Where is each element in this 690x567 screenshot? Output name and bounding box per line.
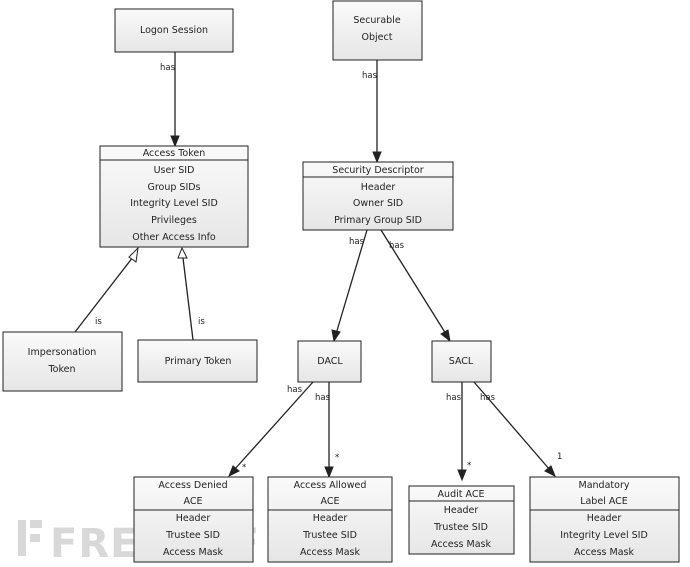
edge-dacl-has-allowed: has * [315,382,339,479]
node-field: Header [176,513,211,524]
node-title-line1: Access Denied [158,480,227,491]
edge-primary-is: is [177,246,205,341]
edge-sd-has-dacl: has [331,229,368,343]
node-field: Header [313,513,348,524]
edge-label: has [160,63,176,73]
node-label: SACL [449,356,474,367]
node-title-line2: Label ACE [580,496,628,507]
node-label-line2: Object [362,32,393,43]
node-field: Access Mask [300,547,361,558]
node-field: Integrity Level SID [130,198,218,209]
edge-multiplicity: * [335,453,339,463]
node-field: Other Access Info [132,232,216,243]
node-field: Privileges [151,215,197,226]
node-label: DACL [317,356,343,367]
node-mandatory-label-ace: Mandatory Label ACE Header Integrity Lev… [529,476,680,563]
node-field: User SID [154,165,195,176]
node-field: Integrity Level SID [560,530,648,541]
edge-label: has [315,393,331,403]
node-label: Primary Token [165,356,232,367]
edge-label: has [389,241,405,251]
node-title: Security Descriptor [332,165,423,176]
edge-label: has [349,237,365,247]
edge-label: is [198,317,205,327]
node-label-line1: Securable [353,15,401,26]
edge-sacl-has-mandatory: has 1 [473,381,562,478]
node-label: Logon Session [140,25,208,36]
node-field: Access Mask [574,547,635,558]
node-audit-ace: Audit ACE Header Trustee SID Access Mask [408,485,515,555]
node-field: Trustee SID [433,522,488,533]
edge-impersonation-is: is [74,246,139,333]
node-title-line2: ACE [321,496,340,507]
edge-label: has [446,393,462,403]
edge-label: has [362,71,378,81]
node-security-descriptor: Security Descriptor Header Owner SID Pri… [302,161,454,231]
node-title-line1: Mandatory [579,480,630,491]
node-field: Header [444,505,479,516]
edge-multiplicity: 1 [557,452,562,462]
node-field: Header [361,182,396,193]
edge-label: is [95,317,102,327]
edge-sacl-has-audit: has * [446,382,471,482]
node-securable-object: Securable Object [332,0,423,61]
node-title-line2: ACE [184,496,203,507]
node-field: Trustee SID [165,530,220,541]
node-title-line1: Access Allowed [294,480,367,491]
node-field: Owner SID [353,198,403,209]
node-impersonation-token: Impersonation Token [2,331,123,392]
node-title: Audit ACE [438,489,485,500]
node-access-allowed-ace: Access Allowed ACE Header Trustee SID Ac… [267,476,393,563]
edge-label: has [480,393,496,403]
node-logon-session: Logon Session [114,8,234,53]
node-field: Trustee SID [302,530,357,541]
node-access-token: Access Token User SID Group SIDs Integri… [99,145,249,248]
node-field: Primary Group SID [334,215,422,226]
edge-logon-has: has [160,52,180,148]
node-primary-token: Primary Token [137,339,258,383]
node-label-line1: Impersonation [28,347,97,358]
edge-dacl-has-denied: has * [228,381,314,478]
node-access-denied-ace: Access Denied ACE Header Trustee SID Acc… [133,476,254,563]
edge-sd-has-sacl: has [380,229,451,343]
node-field: Header [587,513,622,524]
node-field: Access Mask [163,547,224,558]
node-label-line2: Token [47,364,75,375]
edge-securable-has: has [362,60,382,164]
edge-multiplicity: * [242,463,246,473]
node-field: Group SIDs [147,182,200,193]
edge-label: has [287,385,303,395]
edge-multiplicity: * [467,461,471,471]
node-title: Access Token [143,148,206,159]
node-sacl: SACL [431,340,492,383]
node-dacl: DACL [297,340,362,383]
node-field: Access Mask [431,539,492,550]
